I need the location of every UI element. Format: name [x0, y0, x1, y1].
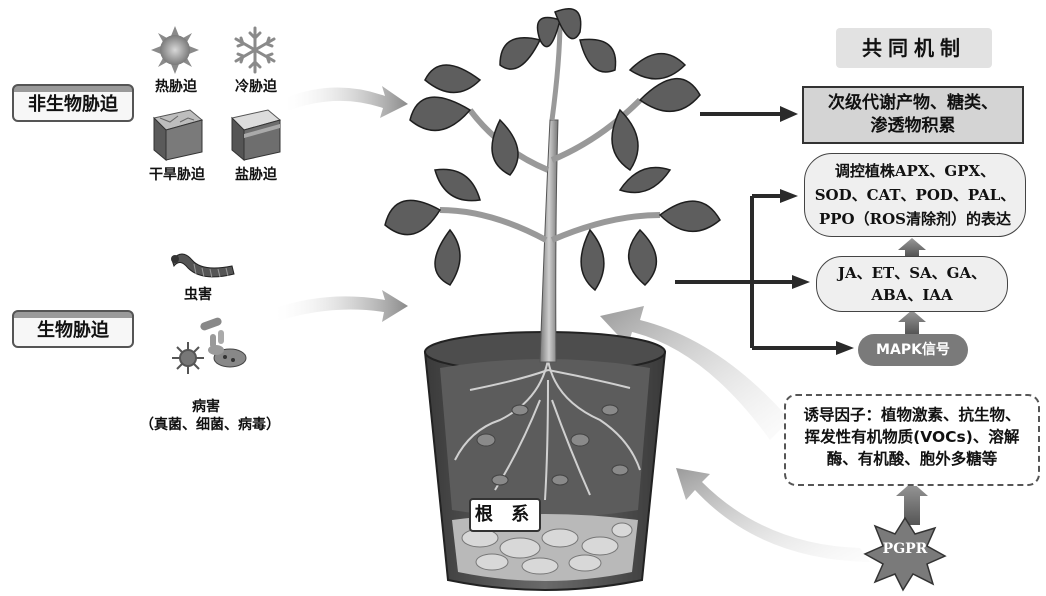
- biotic-stress-label: 生物胁迫: [37, 320, 109, 341]
- root-system-label: 根 系: [469, 498, 541, 532]
- drought-stress-icon: [154, 110, 202, 160]
- elicitor-line-3: 酶、有机酸、胞外多糖等: [786, 448, 1038, 470]
- enzyme-regulation-box: 调控植株APX、GPX、 SOD、CAT、POD、PAL、 PPO（ROS清除剂…: [804, 153, 1026, 237]
- biotic-stress-box: 生物胁迫: [12, 310, 134, 348]
- heat-stress-icon: [151, 26, 199, 74]
- elicitor-line-1: 诱导因子：植物激素、抗生物、: [786, 404, 1038, 426]
- secondary-line-2: 渗透物积累: [804, 115, 1022, 138]
- salt-stress-icon: [232, 110, 280, 160]
- pgpr-label: PGPR: [877, 541, 933, 557]
- elicitor-line-2: 挥发性有机物质(VOCs)、溶解: [786, 426, 1038, 448]
- insect-label: 虫害: [178, 284, 218, 304]
- elicitors-box: 诱导因子：植物激素、抗生物、 挥发性有机物质(VOCs)、溶解 酶、有机酸、胞外…: [784, 394, 1040, 486]
- salt-stress-label: 盐胁迫: [226, 164, 286, 184]
- enzyme-line-1: 调控植株APX、GPX、: [805, 159, 1025, 183]
- insect-icon: [171, 254, 234, 278]
- biotic-stress-arrow: [275, 290, 408, 322]
- mapk-signal-badge: MAPK信号: [858, 334, 968, 366]
- common-mechanism-title: 共同机制: [836, 28, 992, 68]
- hormone-line-1: JA、ET、SA、GA、: [817, 262, 1007, 284]
- disease-label: 病害: [186, 396, 226, 416]
- abiotic-stress-box: 非生物胁迫: [12, 84, 134, 122]
- abiotic-stress-arrow: [285, 86, 408, 118]
- heat-stress-label: 热胁迫: [148, 76, 204, 96]
- drought-stress-label: 干旱胁迫: [142, 164, 212, 184]
- pathogen-icon: [172, 316, 246, 374]
- disease-sub-label: （真菌、细菌、病毒）: [140, 414, 274, 434]
- secondary-metabolites-box: 次级代谢产物、糖类、 渗透物积累: [802, 86, 1024, 144]
- enzyme-line-2: SOD、CAT、POD、PAL、: [805, 183, 1025, 207]
- cold-stress-label: 冷胁迫: [228, 76, 284, 96]
- flower-pot: [425, 332, 665, 590]
- abiotic-stress-label: 非生物胁迫: [28, 94, 118, 115]
- cold-stress-icon: [236, 28, 274, 72]
- enzyme-line-3: PPO（ROS清除剂）的表达: [805, 207, 1025, 231]
- secondary-line-1: 次级代谢产物、糖类、: [804, 92, 1022, 115]
- hormone-line-2: ABA、IAA: [817, 284, 1007, 306]
- hormone-box: JA、ET、SA、GA、 ABA、IAA: [816, 256, 1008, 312]
